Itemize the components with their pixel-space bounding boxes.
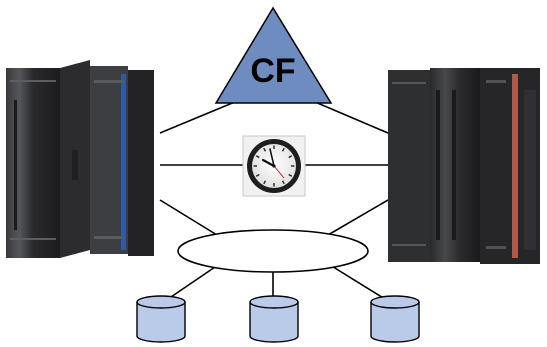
connection-lines xyxy=(159,98,389,300)
disk-body xyxy=(370,302,420,343)
disk-storage-1 xyxy=(136,295,186,343)
line-network-to-disk-1 xyxy=(167,264,219,300)
disk-storage-3 xyxy=(370,295,420,343)
cf-triangle-icon xyxy=(214,6,333,104)
line-left-server-to-network xyxy=(159,199,218,236)
left-mainframe-server-icon xyxy=(6,60,154,258)
clock-tick xyxy=(255,155,260,159)
clock-tick xyxy=(281,180,285,185)
clock-tick xyxy=(255,173,260,177)
network-ellipse xyxy=(177,229,369,273)
disk-body xyxy=(136,302,186,343)
clock-tick xyxy=(288,173,293,177)
coupling-facility: CF xyxy=(214,6,333,104)
line-network-to-disk-3 xyxy=(329,264,386,300)
disk-body xyxy=(249,302,299,343)
clock-tick xyxy=(288,155,293,159)
line-right-server-to-cf xyxy=(307,98,389,134)
disk-top xyxy=(136,295,186,309)
disk-top xyxy=(370,295,420,309)
wall-clock-icon xyxy=(242,135,306,197)
clock-tick xyxy=(263,180,267,185)
line-left-server-to-cf xyxy=(159,98,243,134)
clock-tick xyxy=(281,147,285,152)
line-right-server-to-network xyxy=(327,199,389,236)
clock-tick xyxy=(263,147,267,152)
disk-top xyxy=(249,295,299,309)
cf-label: CF xyxy=(250,52,295,90)
disk-storage-2 xyxy=(249,295,299,343)
right-mainframe-server-icon xyxy=(388,68,540,264)
